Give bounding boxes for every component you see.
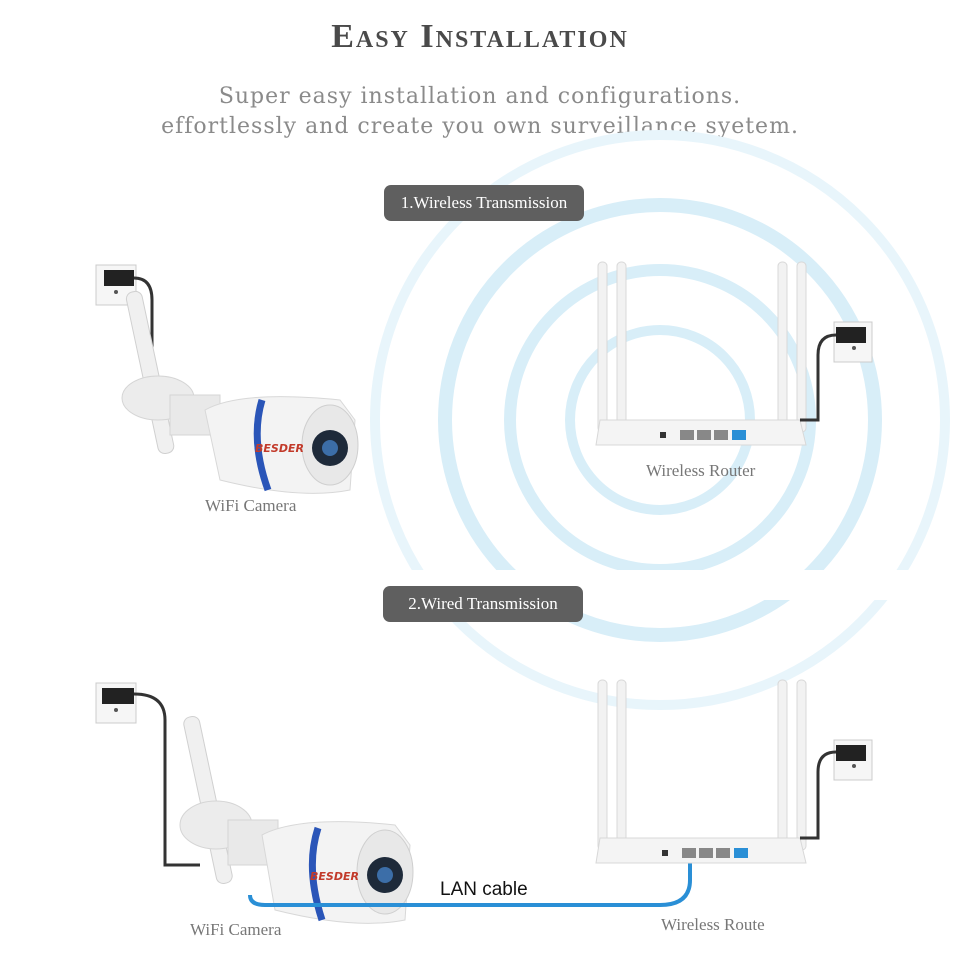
wall-socket-icon	[95, 682, 137, 724]
wifi-camera-label-1: WiFi Camera	[205, 496, 297, 515]
wireless-router-label-2: Wireless Route	[661, 915, 765, 934]
page-title: Easy Installation	[331, 18, 629, 55]
lan-cable-label: LAN cable	[440, 879, 528, 900]
camera-icon: BESDER	[121, 290, 359, 494]
wired-transmission-badge: 2.Wired Transmission	[383, 586, 583, 622]
subtitle-line-1: Super easy installation and configuratio…	[218, 84, 742, 109]
wifi-wave-icon	[370, 130, 950, 710]
wifi-camera-label-2: WiFi Camera	[190, 920, 282, 939]
router-icon	[595, 261, 807, 446]
wireless-transmission-badge: 1.Wireless Transmission	[384, 185, 584, 221]
router-icon	[595, 679, 807, 864]
lan-cable-line	[248, 860, 692, 907]
camera-icon: BESDER	[179, 715, 414, 924]
camera-brand-2: BESDER	[310, 870, 359, 883]
wall-socket-icon	[833, 321, 873, 363]
wall-socket-icon	[833, 739, 873, 781]
wireless-router-label-1: Wireless Router	[646, 461, 756, 480]
camera-brand-1: BESDER	[255, 442, 304, 455]
